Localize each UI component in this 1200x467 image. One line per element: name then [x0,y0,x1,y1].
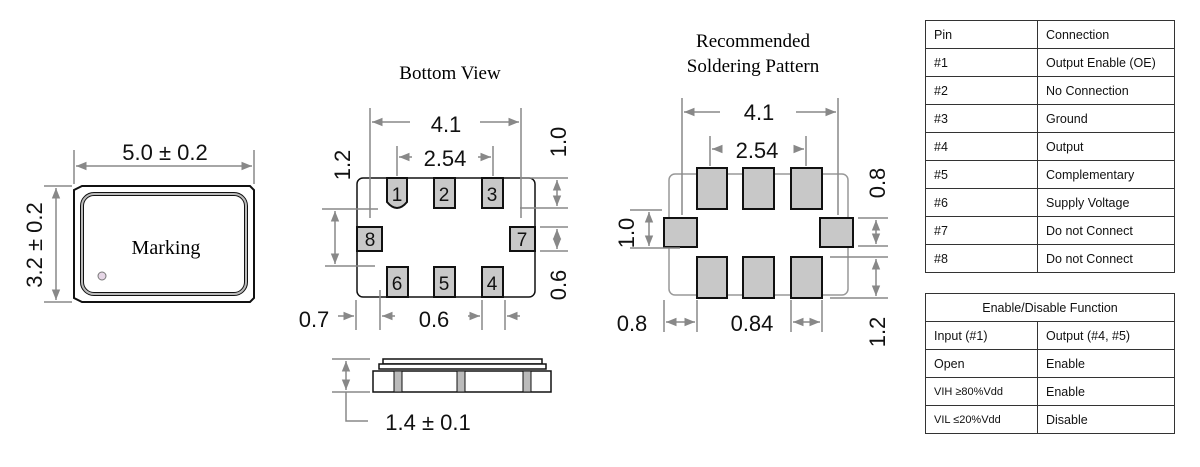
land-pads [663,167,854,299]
dimension-label: 0.7 [299,307,330,332]
marking-label: Marking [132,237,201,259]
height-dim: 3.2 ± 0.2 [22,202,47,287]
table-header-row: Input (#1)Output (#4, #5) [925,321,1175,350]
dimension-label: 1.4 ± 0.1 [385,410,470,435]
dimension-label: 4.1 [431,112,462,137]
table-cell: #1 [925,48,1038,77]
table-cell: Input (#1) [925,321,1038,350]
table-cell: #6 [925,188,1038,217]
table-cell: Supply Voltage [1037,188,1175,217]
table-cell: Disable [1037,405,1175,434]
table-cell: #5 [925,160,1038,189]
table-title: Enable/Disable Function [925,293,1175,322]
dimension-label: 1 [392,185,403,206]
pin1-marker-icon [97,271,107,281]
dimension-label: 0.8 [617,311,648,336]
table-cell: Enable [1037,377,1175,406]
table-cell: #4 [925,132,1038,161]
dimension-label: Recommended [696,31,810,52]
dimension-label: 4.1 [744,100,775,125]
table-cell: Do not Connect [1037,244,1175,273]
dimension-label: 1.2 [865,317,890,348]
dimension-label: 7 [517,230,528,251]
dimension-label: Soldering Pattern [687,56,820,77]
dimension-label: 2 [439,185,450,206]
table-cell: Output [1037,132,1175,161]
side-view: 1.4 ± 0.1 [332,358,552,435]
table-cell: Enable [1037,349,1175,378]
dimension-label: 1.0 [614,218,639,249]
width-dim: 5.0 ± 0.2 [122,140,207,165]
bottom-view: Bottom View 1 2 3 4 5 6 7 8 4.1 2.54 1.2… [299,63,571,435]
enable-disable-table: Enable/Disable Function Input (#1)Output… [925,293,1175,434]
dimension-label: 8 [365,230,376,251]
table-cell: Open [925,349,1038,378]
dimension-label: 2.54 [424,146,467,171]
table-cell: Ground [1037,104,1175,133]
table-cell: Pin [925,20,1038,49]
dimension-label: 0.84 [731,311,774,336]
table-cell: Output (#4, #5) [1037,321,1175,350]
table-cell: #8 [925,244,1038,273]
table-cell: Connection [1037,20,1175,49]
top-view: Marking 5.0 ± 0.2 3.2 ± 0.2 [22,140,255,303]
table-cell: #7 [925,216,1038,245]
table-cell: Complementary [1037,160,1175,189]
dimension-label: 4 [487,274,498,295]
table-cell: Do not Connect [1037,216,1175,245]
table-cell: VIL ≤20%Vdd [925,405,1038,434]
dimension-label: 3 [487,185,498,206]
dimension-label: 0.6 [419,307,450,332]
soldering-pattern: Recommended Soldering Pattern 4.1 2.54 0… [614,31,890,347]
table-cell: #3 [925,104,1038,133]
table-cell: No Connection [1037,76,1175,105]
bottom-view-title: Bottom View [399,63,501,84]
dimension-label: 6 [392,274,403,295]
dimension-label: 5 [439,274,450,295]
dimension-label: 2.54 [736,138,779,163]
dimension-label: 0.6 [546,270,571,301]
table-cell: VIH ≥80%Vdd [925,377,1038,406]
dimension-label: 0.8 [865,168,890,199]
table-cell: #2 [925,76,1038,105]
dimension-label: 1.2 [330,150,355,181]
dimension-label: 1.0 [546,127,571,158]
table-cell: Output Enable (OE) [1037,48,1175,77]
